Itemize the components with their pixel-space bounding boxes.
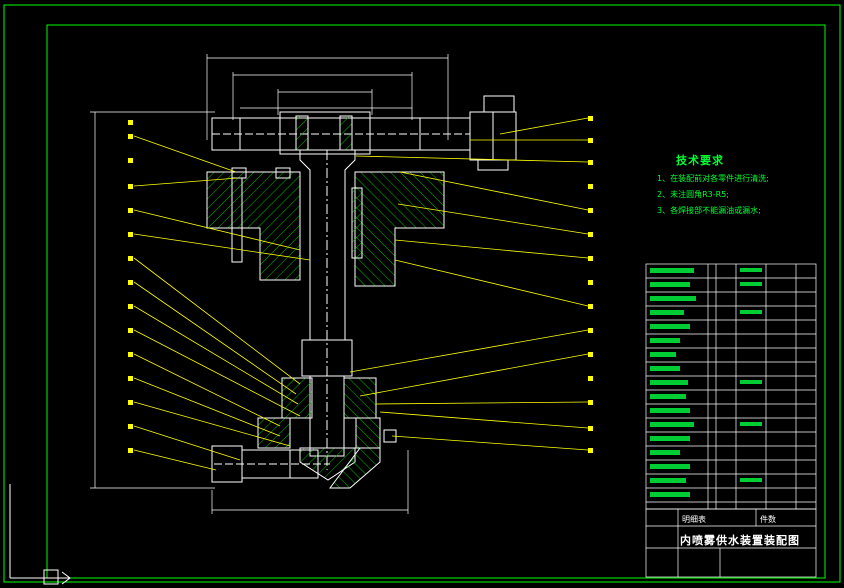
inner-frame: [46, 24, 826, 579]
item-markers-left: [128, 120, 133, 453]
left-dimension: [90, 111, 215, 489]
lower-housing: [257, 377, 397, 489]
main-housing: [206, 167, 445, 287]
parts-list-entries: [650, 268, 762, 497]
leader-lines-left: [133, 135, 311, 471]
elbow-pipe: [211, 445, 330, 483]
right-valve: [469, 95, 517, 171]
requirement-item: 2、未注圆角R3-R5;: [657, 190, 729, 199]
top-dimensions: [206, 54, 449, 140]
ucs-axis-icon: [9, 484, 71, 585]
parts-list-table: [645, 263, 817, 578]
technical-requirements-list: 1、在装配前对各零件进行清洗; 2、未注圆角R3-R5; 3、各焊接部不能漏油或…: [657, 171, 769, 219]
requirement-item: 1、在装配前对各零件进行清洗;: [657, 174, 769, 183]
drawing-title: 内喷雾供水装置装配图: [680, 534, 800, 547]
bom-label: 明细表: [682, 515, 706, 524]
vertical-shaft: [299, 150, 356, 470]
outer-frame: [3, 4, 841, 583]
technical-requirements-title: 技术要求: [676, 154, 724, 167]
leader-lines-right: [349, 117, 589, 451]
quantity-label: 件数: [760, 515, 776, 524]
top-pipe: [211, 111, 471, 155]
item-markers-right: [588, 116, 593, 453]
requirement-item: 3、各焊接部不能漏油或漏水;: [657, 206, 761, 215]
bottom-dimension: [211, 450, 409, 514]
